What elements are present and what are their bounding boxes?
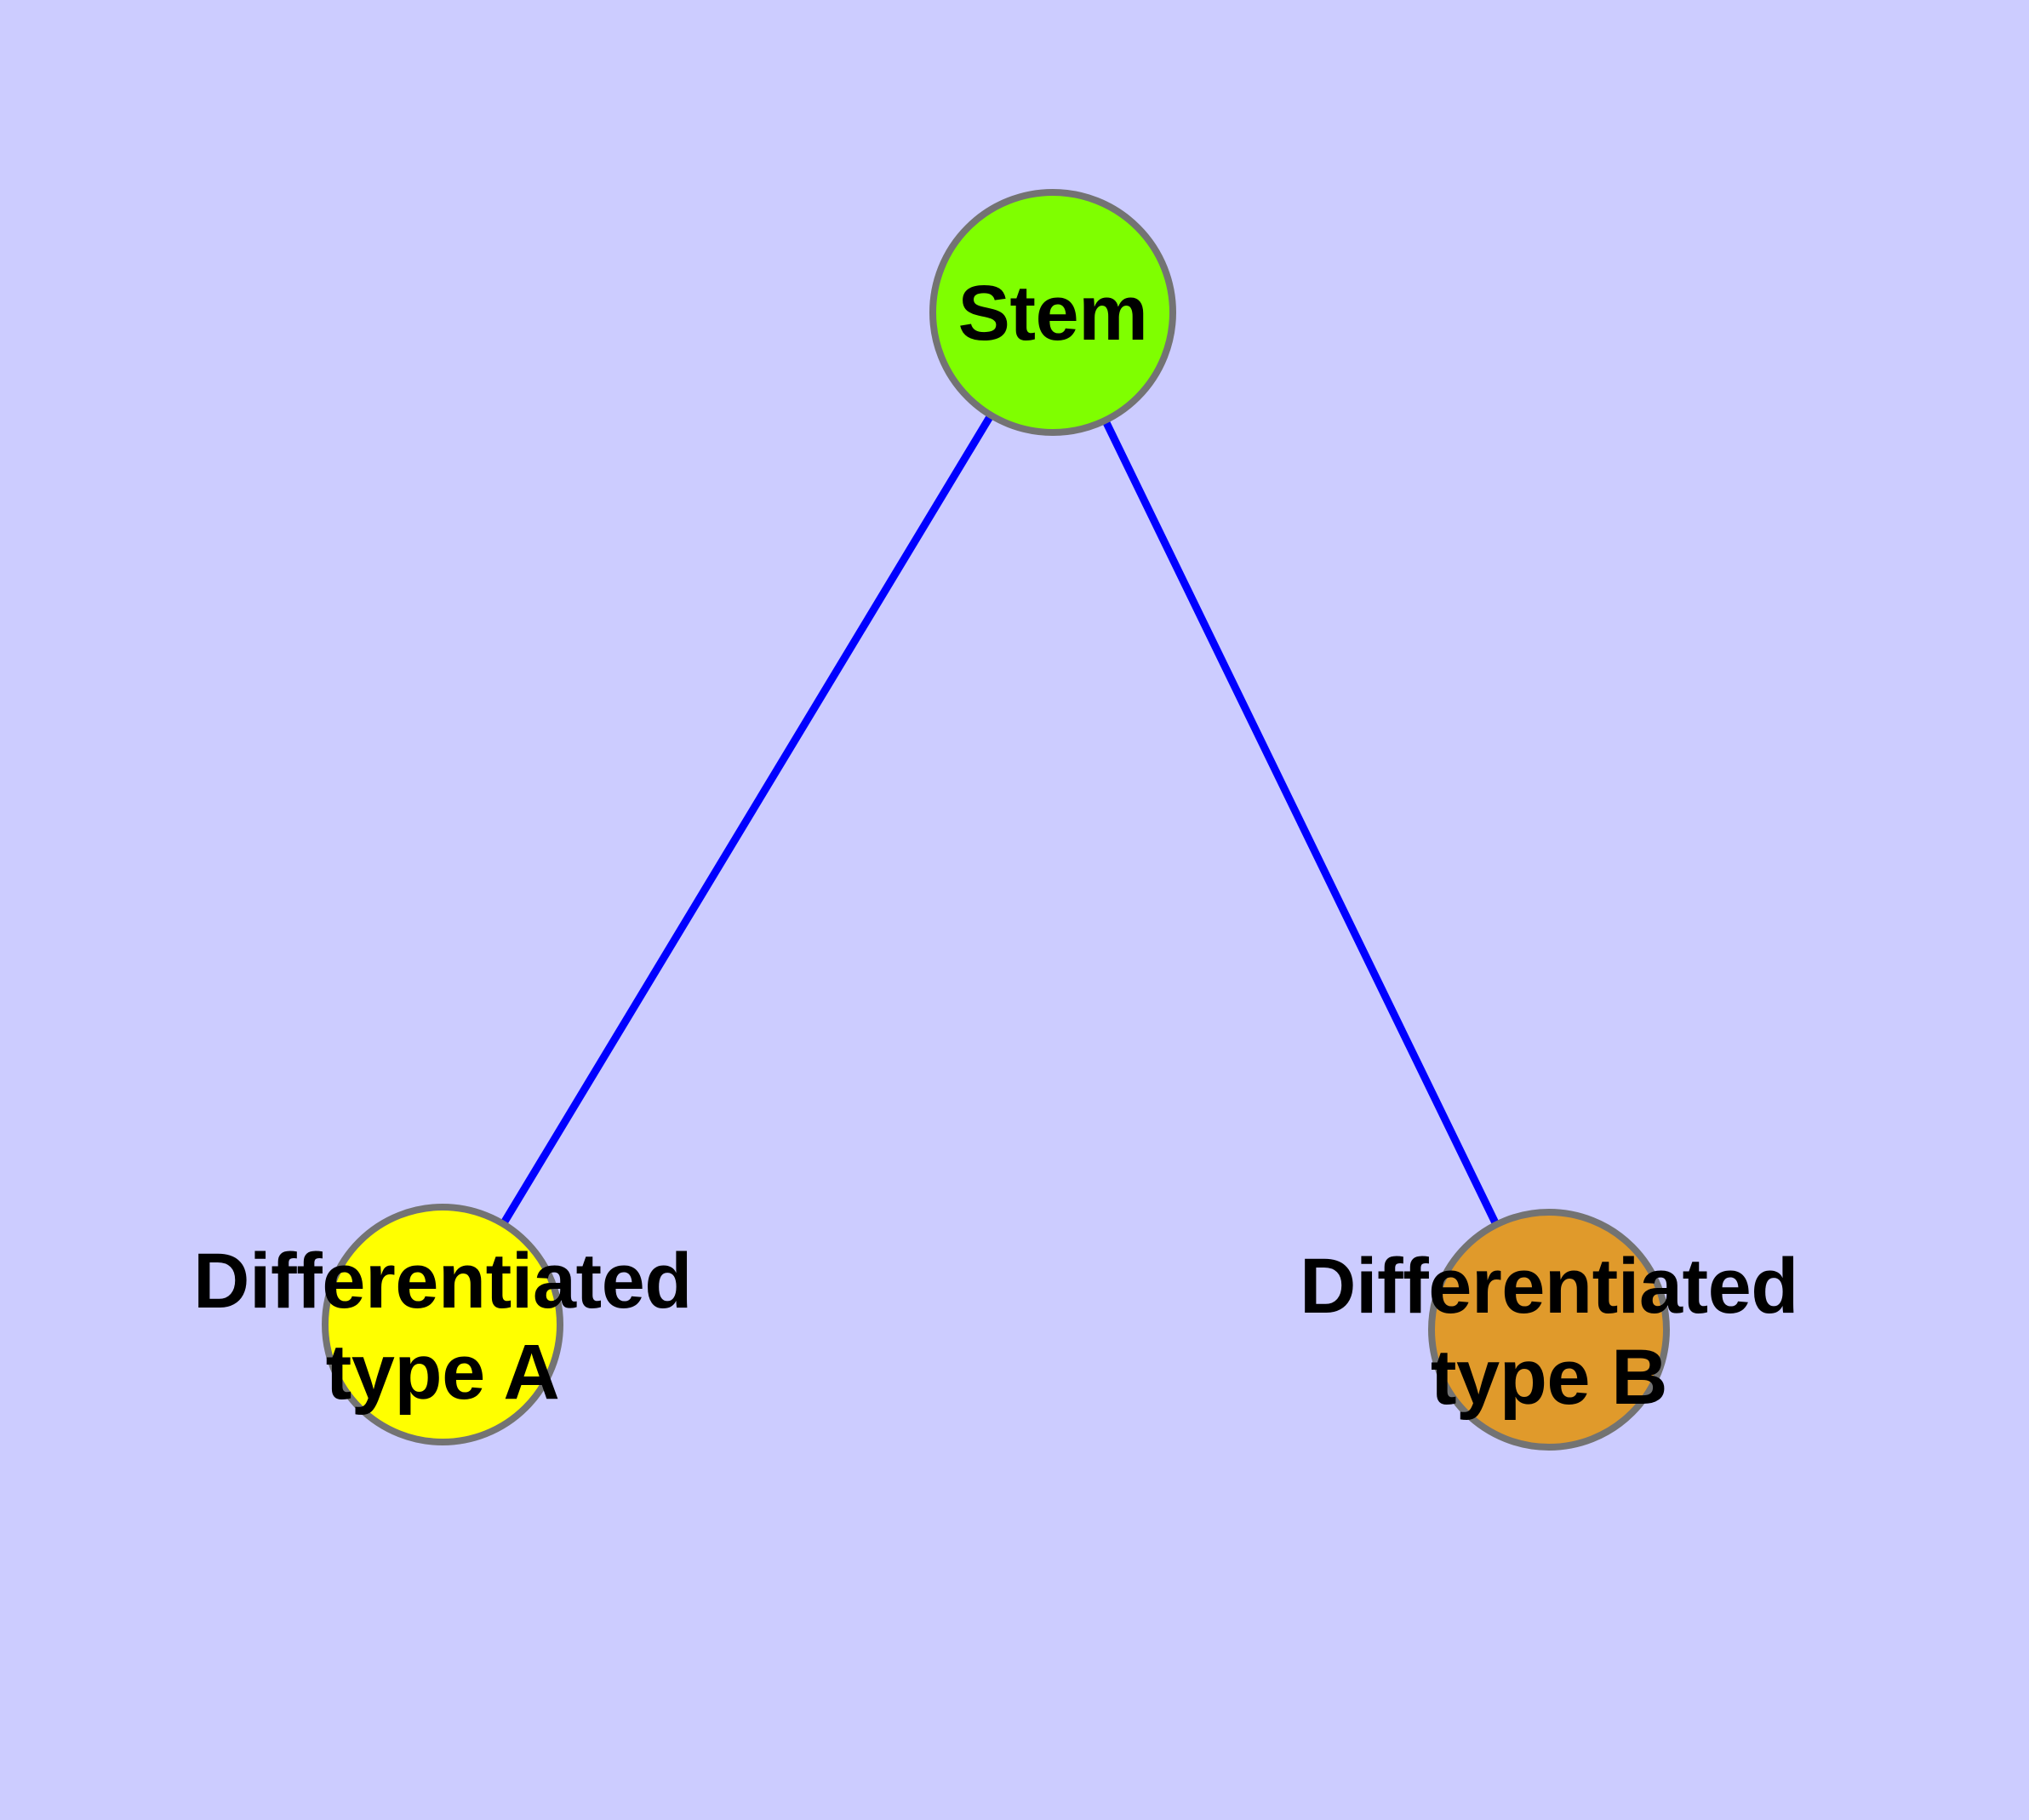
node-stem-circle[interactable] bbox=[929, 189, 1176, 436]
node-differentiated-type-a-circle[interactable] bbox=[322, 1204, 563, 1445]
edge-stem-to-type-a bbox=[439, 310, 1056, 1327]
edge-stem-to-type-b bbox=[1049, 311, 1552, 1331]
node-differentiated-type-b-circle[interactable] bbox=[1428, 1209, 1670, 1451]
